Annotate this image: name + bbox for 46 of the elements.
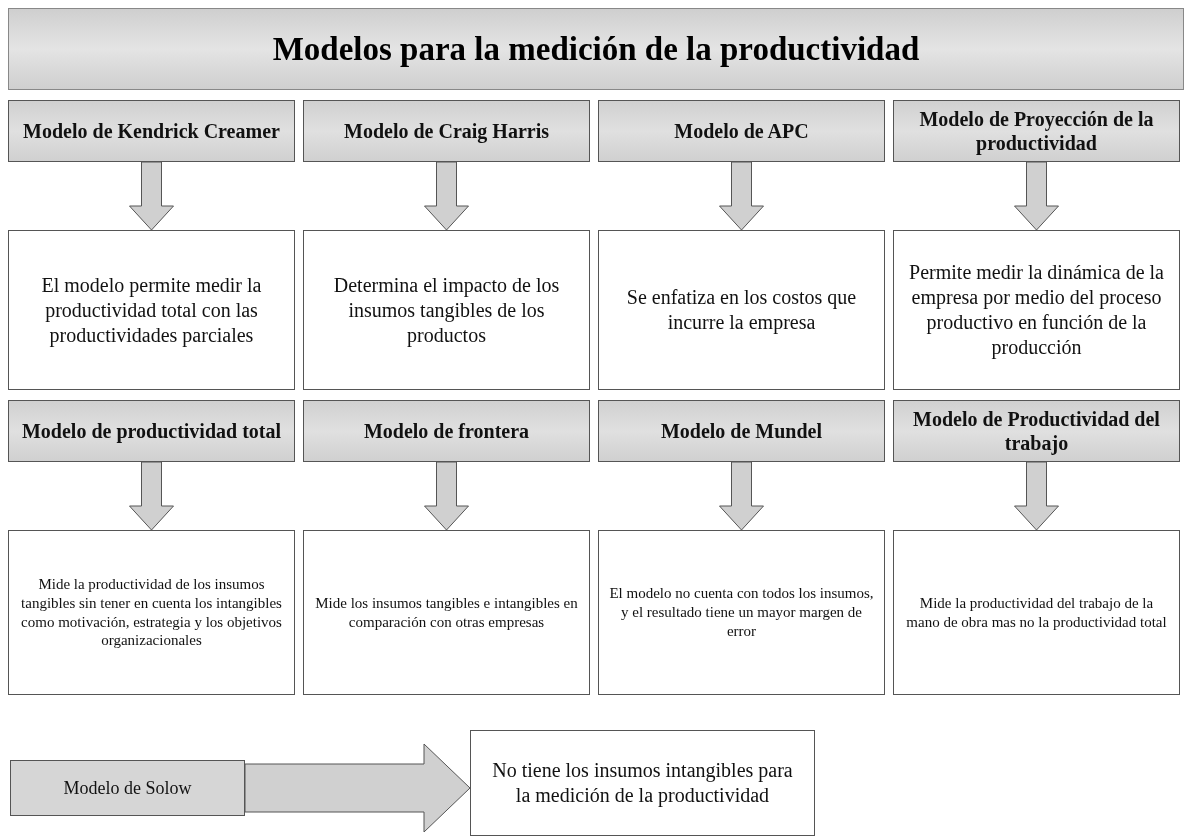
node-text: Permite medir la dinámica de la empresa por medio del proceso productivo en función de la producción: [908, 260, 1165, 360]
node-text: Mide los insumos tangibles e intangibles en comparación con otras empresas: [314, 593, 579, 632]
block-arrow: [424, 161, 469, 231]
node-text: Modelo de productividad total: [21, 419, 282, 443]
node-text: Determina el impacto de los insumos tangibles de los productos: [332, 272, 561, 348]
block-arrow: [1014, 161, 1059, 231]
model-header: [303, 400, 590, 462]
description-box: [8, 530, 295, 695]
node-text: Modelo de APC: [674, 119, 809, 143]
node-text: Modelo de Craig Harris: [344, 119, 549, 143]
node-text: Modelo de frontera: [363, 419, 530, 443]
description-box: [893, 530, 1180, 695]
node-text: El modelo no cuenta con todos los insumos, y el resultado tiene un mayor margen de error: [609, 584, 874, 641]
node-text: Modelo de Mundel: [660, 419, 823, 443]
description-box: [303, 230, 590, 390]
description-box: [598, 230, 885, 390]
node-text: Modelo de Solow: [63, 777, 192, 799]
node-text: Mide la productividad del trabajo de la mano de obra mas no la productividad total: [905, 593, 1168, 632]
model-header: [8, 100, 295, 162]
node-text: Modelo de Kendrick Creamer: [23, 119, 280, 143]
description-box: [470, 730, 815, 836]
block-arrow: [129, 461, 174, 531]
description-box: [303, 530, 590, 695]
node-text: Modelo de Productividad del trabajo: [912, 407, 1161, 455]
model-header: [893, 100, 1180, 162]
model-header: [8, 400, 295, 462]
model-box: [10, 760, 245, 816]
model-header: [598, 100, 885, 162]
node-text: Modelo de Proyección de la productividad: [918, 107, 1155, 155]
model-header: [303, 100, 590, 162]
description-box: [893, 230, 1180, 390]
description-box: [8, 230, 295, 390]
description-box: [598, 530, 885, 695]
block-arrow: [129, 161, 174, 231]
node-text: Mide la productividad de los insumos tangibles sin tener en cuenta los intangibles como motivación, estrategia y los objetivos organizacionales: [20, 575, 283, 650]
model-header: [893, 400, 1180, 462]
diagram-title: Modelos para la medición de la productividad: [272, 30, 920, 68]
node-text: Se enfatiza en los costos que incurre la empresa: [625, 285, 858, 335]
block-arrow: [1014, 461, 1059, 531]
node-text: No tiene los insumos intangibles para la medición de la productividad: [491, 758, 794, 808]
block-arrow: [719, 461, 764, 531]
block-arrow: [719, 161, 764, 231]
block-arrow: [244, 743, 471, 833]
model-header: [598, 400, 885, 462]
node-text: El modelo permite medir la productividad total con las productividades parciales: [40, 272, 263, 348]
block-arrow: [424, 461, 469, 531]
